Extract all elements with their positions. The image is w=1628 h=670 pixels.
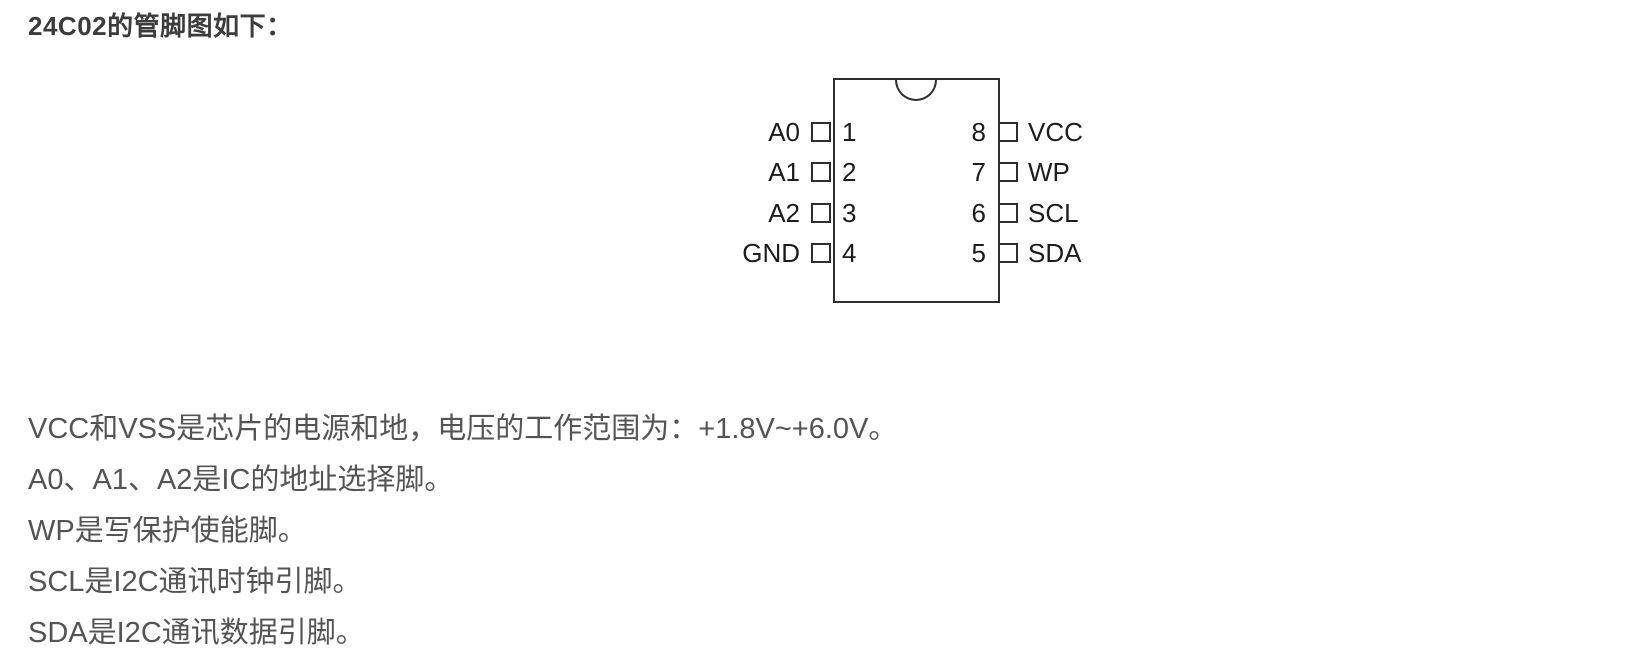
pin-label-a2: A2 [768,198,800,228]
pin-label-scl: SCL [1028,198,1079,228]
pin-label-gnd: GND [742,238,800,268]
pin-pad-2 [811,162,831,182]
pin-label-a0: A0 [768,117,800,147]
pin-number-2: 2 [842,157,857,187]
description-line-sda: SDA是I2C通讯数据引脚。 [28,617,365,649]
pin-number-4: 4 [842,238,857,268]
description-line-address: A0、A1、A2是IC的地址选择脚。 [28,464,454,496]
pin-diagram: A0 1 A1 2 A2 3 GND 4 8 VCC 7 WP 6 SCL 5 … [742,78,1083,303]
page-title: 24C02的管脚图如下： [28,11,293,41]
pin-label-sda: SDA [1028,238,1082,268]
pin-pad-4 [811,243,831,263]
pin-label-a1: A1 [768,157,800,187]
description-line-wp: WP是写保护使能脚。 [28,515,307,547]
pin-pad-3 [811,203,831,223]
pin-number-5: 5 [971,238,986,268]
pin-pad-1 [811,122,831,142]
pin-label-vcc: VCC [1028,117,1083,147]
pin-pad-5 [998,243,1018,263]
description-line-vcc: VCC和VSS是芯片的电源和地，电压的工作范围为：+1.8V~+6.0V。 [28,413,898,445]
pin-pad-7 [998,162,1018,182]
pin-label-wp: WP [1028,157,1070,187]
pin-number-7: 7 [971,157,986,187]
pin-description-block: VCC和VSS是芯片的电源和地，电压的工作范围为：+1.8V~+6.0V。 A0… [28,404,1588,659]
pin-number-3: 3 [842,198,857,228]
pin-pad-8 [998,122,1018,142]
ic-package-body [833,78,1000,303]
pin-number-1: 1 [842,117,857,147]
description-line-scl: SCL是I2C通讯时钟引脚。 [28,566,362,598]
pin-number-6: 6 [971,198,986,228]
pin-pad-6 [998,203,1018,223]
pin-number-8: 8 [971,117,986,147]
